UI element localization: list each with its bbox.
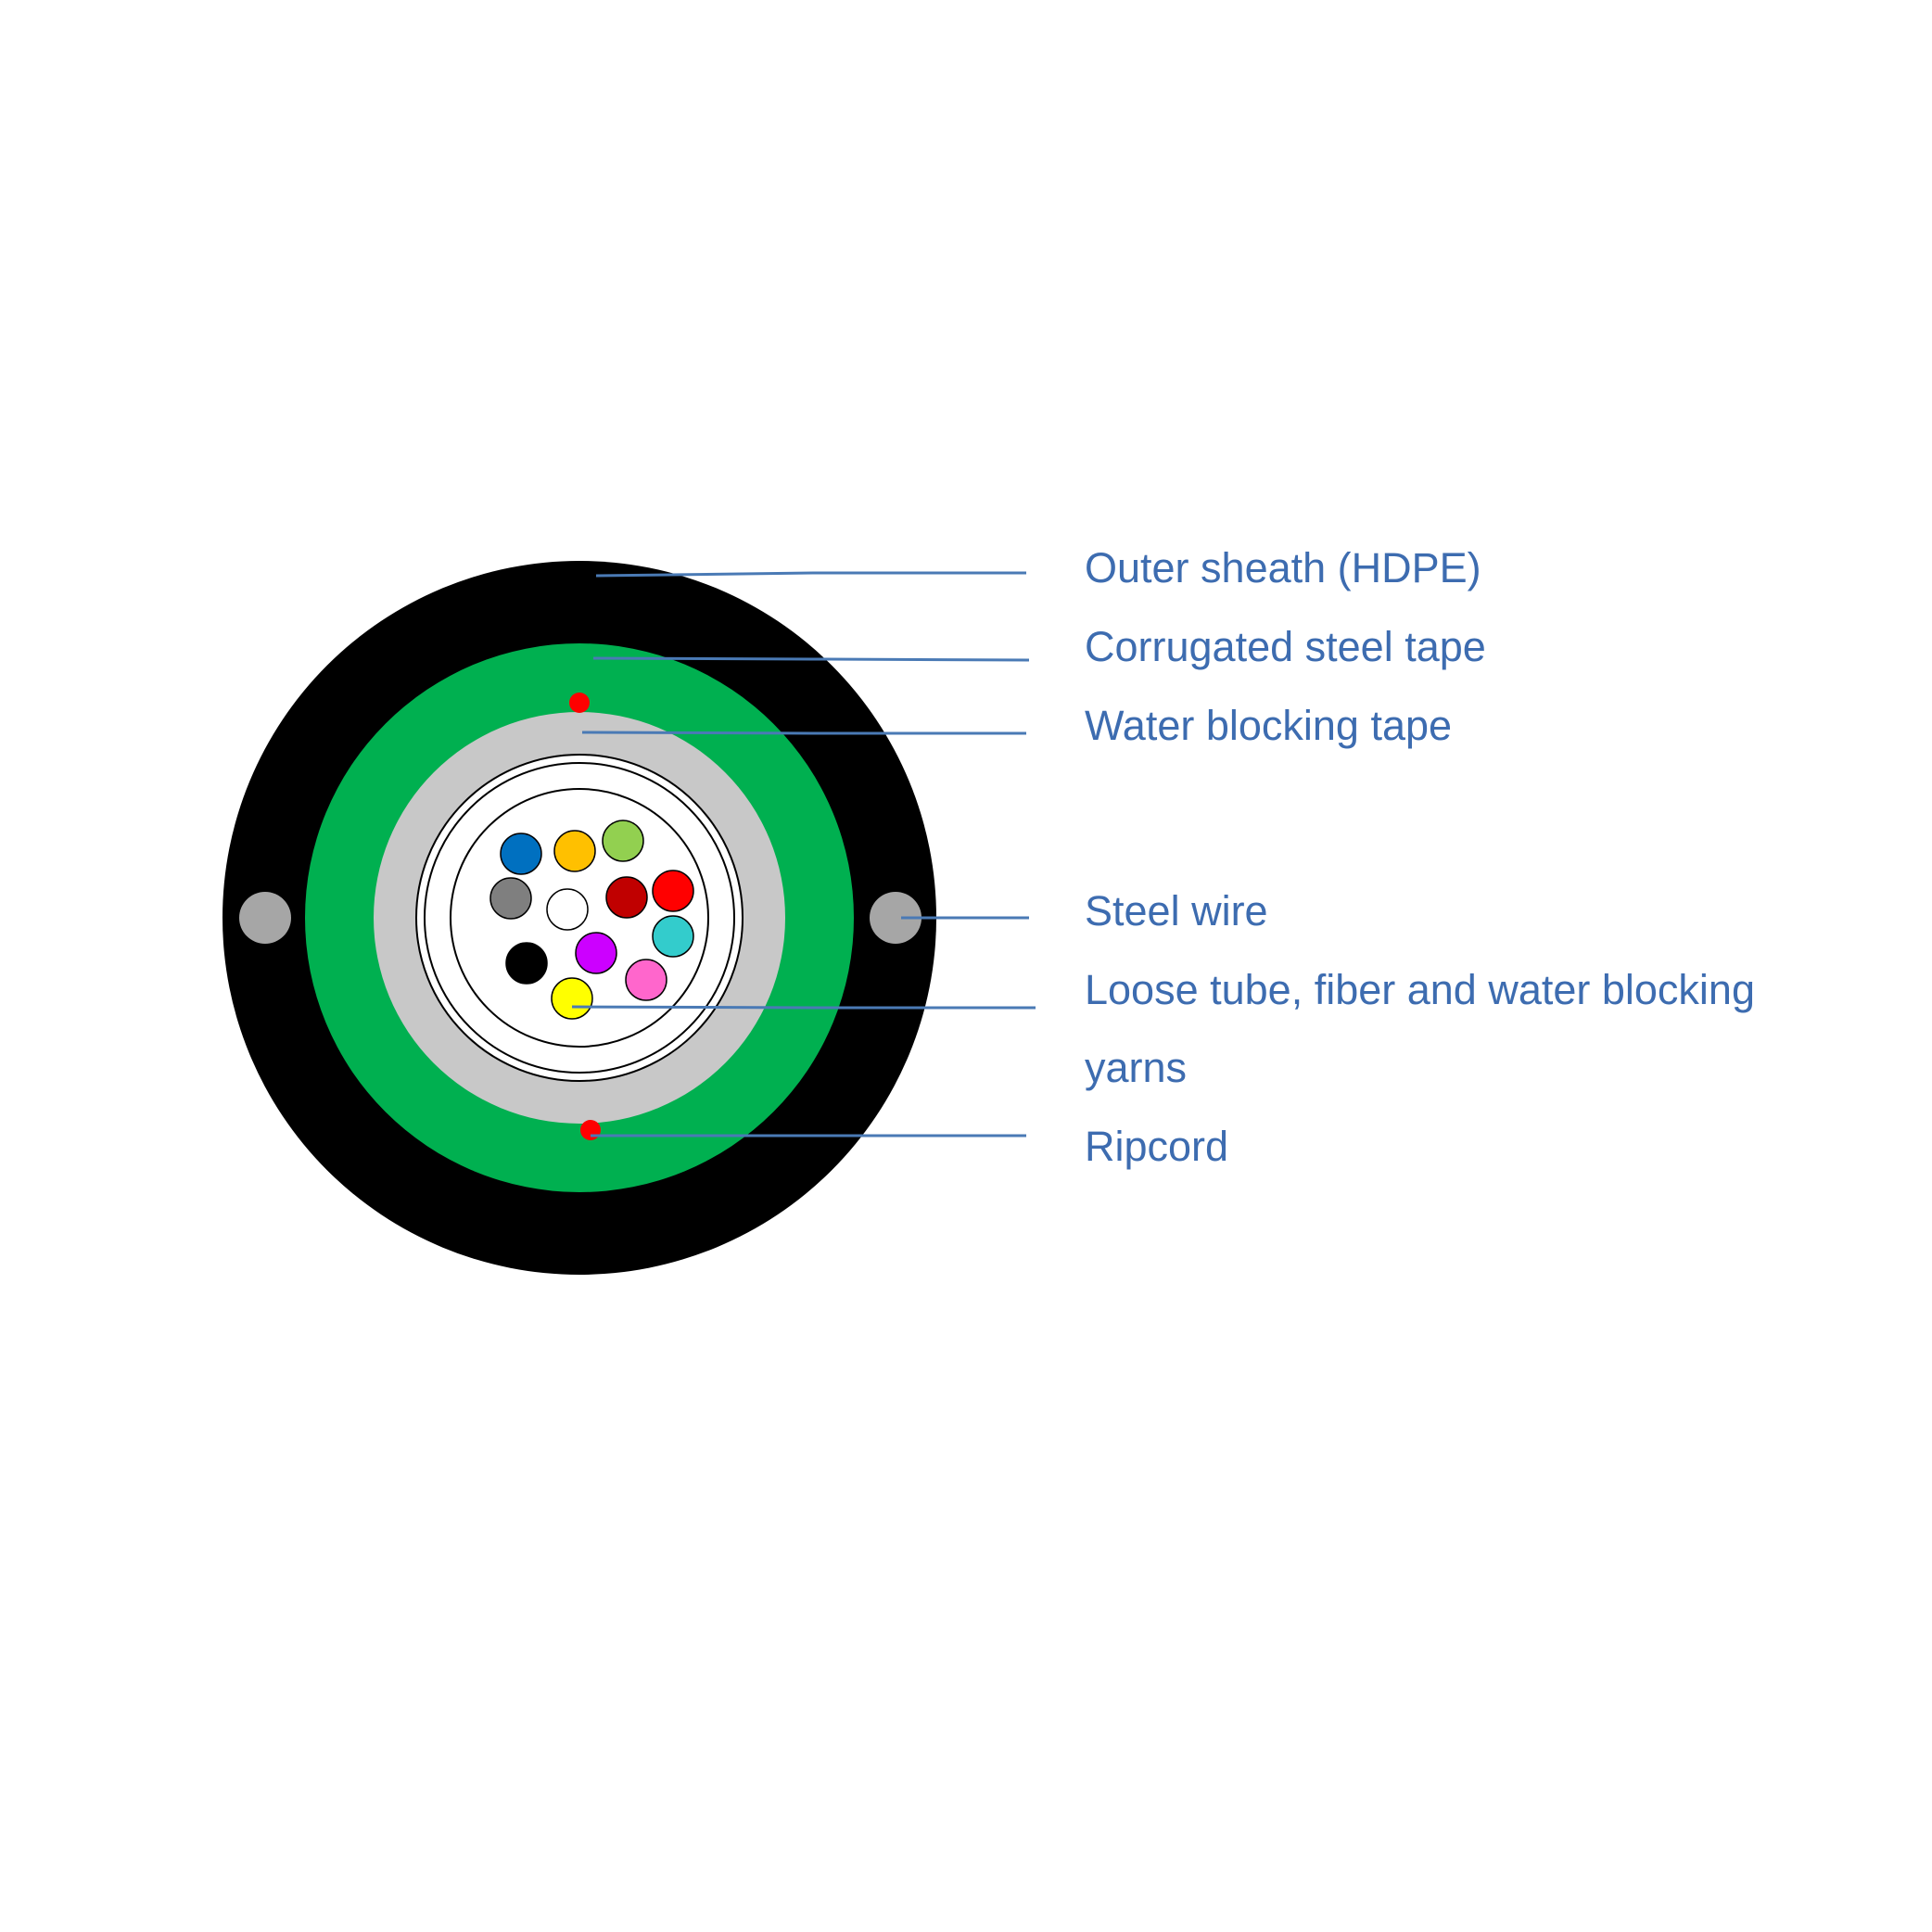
- label-corrugated-steel-tape: Corrugated steel tape: [1085, 623, 1486, 670]
- fiber-orange: [553, 830, 596, 872]
- label-loose-tube-line1: Loose tube, fiber and water blocking: [1085, 966, 1755, 1013]
- fiber-group: [489, 820, 694, 1020]
- fiber-gray: [489, 877, 532, 920]
- leader-line-corrugated-steel-tape: [592, 656, 1030, 662]
- label-steel-wire: Steel wire: [1085, 887, 1268, 934]
- leader-line-water-blocking-tape: [581, 731, 1026, 735]
- label-water-blocking-tape: Water blocking tape: [1085, 702, 1452, 749]
- label-outer-sheath: Outer sheath (HDPE): [1085, 544, 1481, 591]
- ripcord-bottom: [580, 1120, 601, 1140]
- ripcord-top: [569, 693, 590, 713]
- leader-line-loose-tube: [571, 1005, 1036, 1010]
- fiber-black: [505, 942, 548, 985]
- leader-lines: [571, 571, 1036, 1138]
- fiber-pink: [625, 959, 667, 1001]
- steel-wire-right: [870, 892, 922, 944]
- fiber-violet: [575, 932, 617, 974]
- leader-line-outer-sheath: [595, 571, 1026, 578]
- loose-tube-inner: [450, 788, 709, 1048]
- fiber-yellow: [551, 977, 593, 1020]
- fiber-red: [652, 870, 694, 912]
- loose-tube-middle: [424, 762, 735, 1074]
- fiber-aqua: [652, 915, 694, 958]
- fiber-white: [546, 888, 589, 931]
- labels: Outer sheath (HDPE) Corrugated steel tap…: [1085, 544, 1755, 1170]
- steel-wire-left: [239, 892, 291, 944]
- label-ripcord: Ripcord: [1085, 1123, 1228, 1170]
- fiber-green: [602, 820, 644, 862]
- fiber-blue: [500, 833, 542, 875]
- label-loose-tube-line2: yarns: [1085, 1044, 1187, 1091]
- fiber-brown: [605, 876, 648, 919]
